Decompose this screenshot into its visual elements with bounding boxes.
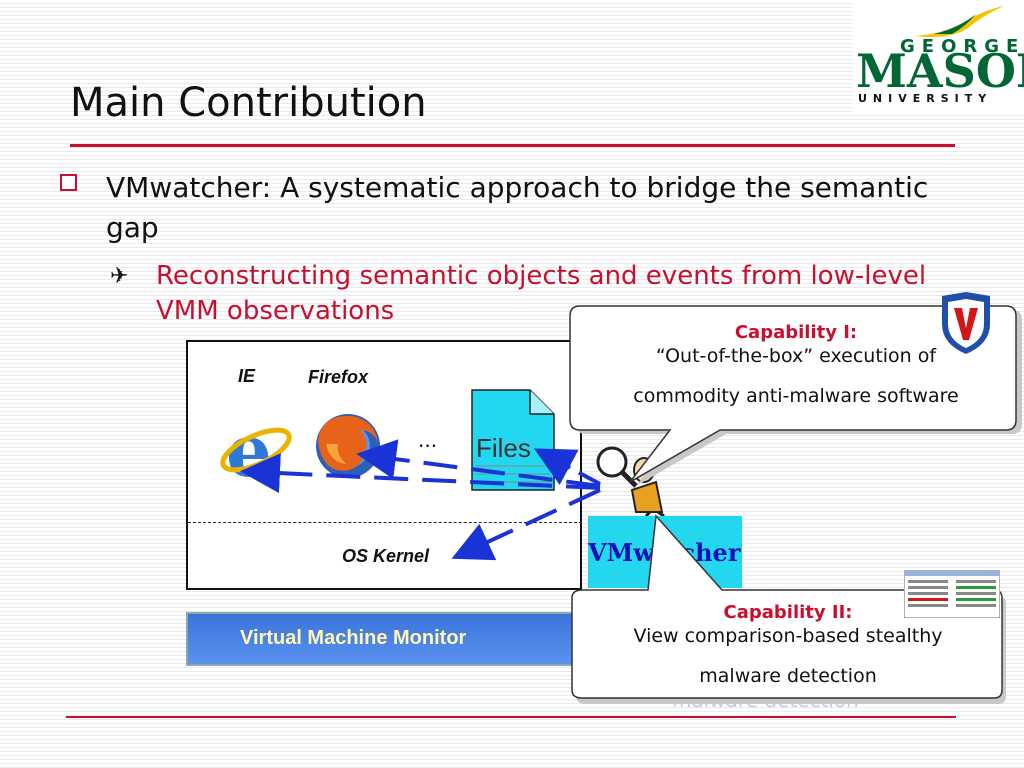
logo-swoosh-icon xyxy=(914,6,1004,37)
callout-2-line-2: malware detection xyxy=(699,665,877,687)
user-kernel-separator xyxy=(188,522,582,523)
callout-1-line-1: “Out-of-the-box” execution of xyxy=(655,345,937,367)
logo-university-text: UNIVERSITY xyxy=(858,92,993,105)
checkbox-bullet-icon xyxy=(60,174,77,191)
firefox-label: Firefox xyxy=(308,367,369,387)
footer-rule xyxy=(66,716,956,718)
files-label: Files xyxy=(476,433,531,463)
arrow-to-firefox xyxy=(356,439,601,488)
logo-mason-text: MASON xyxy=(856,44,1024,98)
vmm-label: Virtual Machine Monitor xyxy=(240,627,467,649)
callout-2: Capability II: View comparison-based ste… xyxy=(576,602,1000,687)
bullet-1-text: VMwatcher: A systematic approach to brid… xyxy=(106,171,929,244)
slide-title: Main Contribution xyxy=(70,80,427,126)
callout-2-bubble xyxy=(571,514,1006,704)
callout-1-line-2: commodity anti-malware software xyxy=(633,385,959,407)
screenshot-thumbnail-icon xyxy=(904,570,1000,618)
arrow-to-ie xyxy=(240,453,601,494)
shield-icon xyxy=(942,292,990,354)
callout-1-bubble xyxy=(569,305,1022,486)
ellipsis-label: ... xyxy=(418,428,438,452)
vmm-bar: Virtual Machine Monitor xyxy=(186,612,646,666)
plane-bullet-icon: ✈ xyxy=(110,264,129,289)
title-underline xyxy=(70,144,955,147)
callout-1-title: Capability I: xyxy=(734,322,858,343)
callout-2-line-1: View comparison-based stealthy xyxy=(633,625,943,647)
bullet-2-text: Reconstructing semantic objects and even… xyxy=(156,261,927,326)
callout-1: Capability I: “Out-of-the-box” execution… xyxy=(576,322,1016,407)
logo-george-text: GEORGE xyxy=(900,36,1024,57)
gmu-logo xyxy=(854,0,1024,112)
ie-label: IE xyxy=(238,366,256,386)
os-kernel-label: OS Kernel xyxy=(342,546,430,566)
arrow-to-files xyxy=(533,448,601,486)
arrow-to-kernel xyxy=(451,488,601,561)
callout-2-title: Capability II: xyxy=(723,602,853,623)
